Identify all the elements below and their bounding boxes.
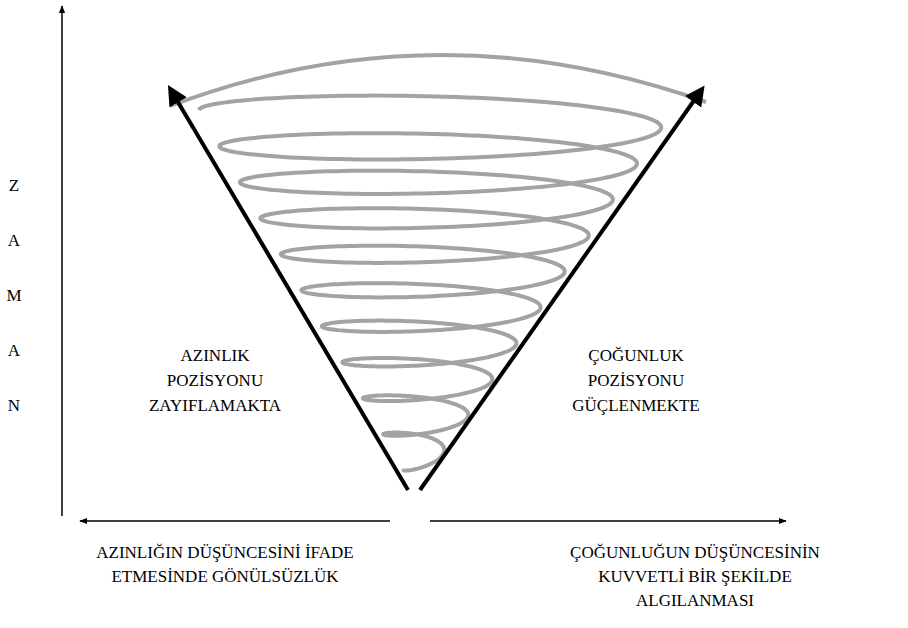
axis-label: AZINLIĞIN DÜŞÜNCESİNİ İFADE ETMESİNDE GÖ…	[53, 541, 398, 589]
minority-axis	[80, 520, 390, 522]
label-holder: ÇOĞUNLUĞUN DÜŞÜNCESİNİN KUVVETLİ BİR ŞEK…	[545, 541, 845, 613]
majority-axis	[430, 520, 786, 522]
time-axis	[61, 6, 63, 516]
spiral-top-arc	[170, 55, 706, 106]
label-holder: AZINLIĞIN DÜŞÜNCESİNİ İFADE ETMESİNDE GÖ…	[53, 541, 398, 589]
label-holder: ÇOĞUNLUK POZİSYONU GÜÇLENMEKTE	[549, 343, 724, 418]
region-label: ÇOĞUNLUK POZİSYONU GÜÇLENMEKTE	[549, 343, 724, 418]
region-label: AZINLIK POZİSYONU ZAYIFLAMAKTA	[133, 343, 298, 418]
label-holder: AZINLIK POZİSYONU ZAYIFLAMAKTA	[133, 343, 298, 418]
cone-arrow-right	[420, 92, 700, 490]
axis-title: Z A M A N	[6, 158, 23, 433]
label-holder: Z A M A N	[4, 158, 24, 433]
cone-arrow-left	[172, 92, 408, 490]
axis-label: ÇOĞUNLUĞUN DÜŞÜNCESİNİN KUVVETLİ BİR ŞEK…	[545, 541, 845, 613]
